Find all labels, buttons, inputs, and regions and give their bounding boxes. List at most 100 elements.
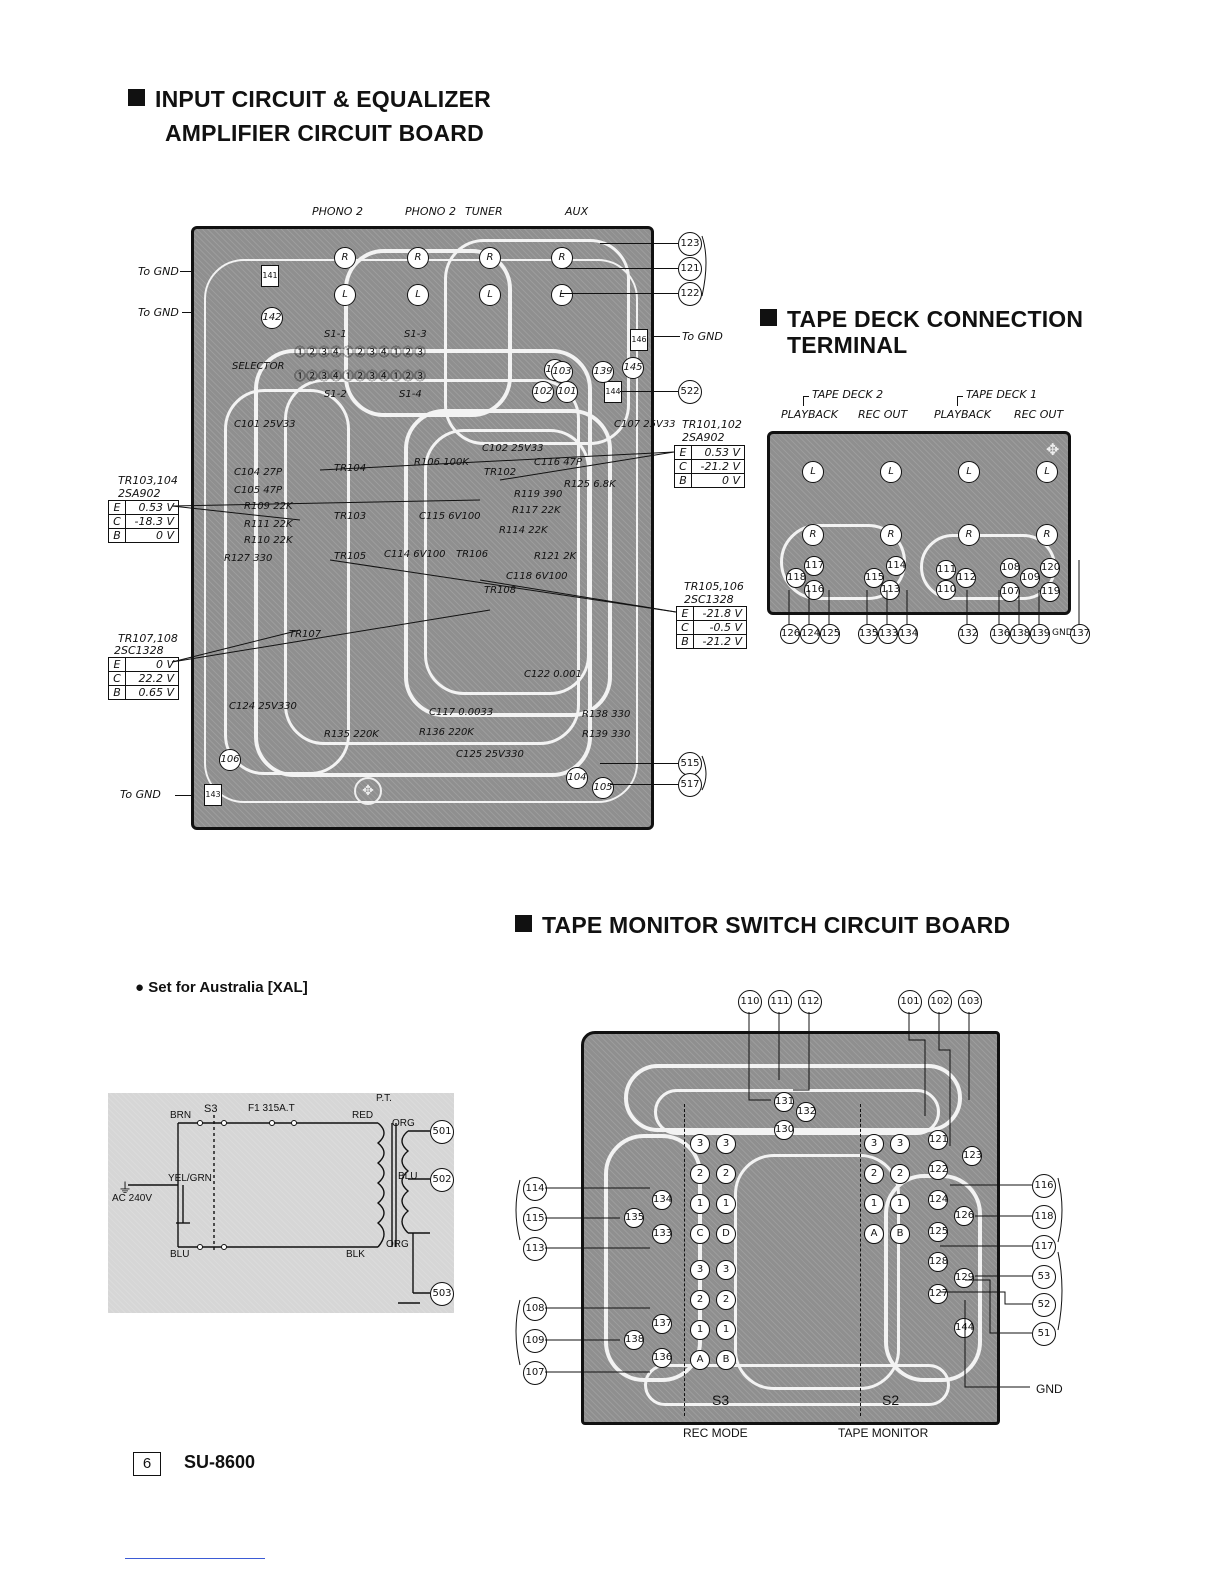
terminal-141: 141	[261, 265, 279, 287]
label-s3: S3	[204, 1103, 218, 1115]
component-label: R117 22K	[512, 505, 561, 516]
terminal-114: 114	[523, 1177, 547, 1201]
pcb-trace	[424, 429, 590, 695]
terminal-113: 113	[523, 1237, 547, 1261]
component-label: C116 47P	[534, 457, 583, 468]
pad-109: 109	[1020, 568, 1040, 588]
gnd-label: GND	[1036, 1382, 1063, 1396]
group-label-tape-deck-1: TAPE DECK 1	[966, 388, 1038, 401]
sub-label-playback-2: PLAYBACK	[781, 408, 838, 421]
terminal-115: 115	[523, 1207, 547, 1231]
switch-contact: 3	[890, 1134, 910, 1154]
tr107-108-type: 2SC1328	[114, 644, 164, 657]
terminal-501: 501	[430, 1120, 454, 1144]
footer-rule	[125, 1558, 265, 1559]
terminal-139: 139	[1030, 624, 1050, 644]
component-label: TR103	[334, 511, 367, 522]
pad-106: 106	[219, 749, 241, 771]
switch-contact: 3	[864, 1134, 884, 1154]
switch-contact: 3	[716, 1134, 736, 1154]
bracket-line	[803, 396, 804, 406]
pad-145: 145	[622, 357, 644, 379]
jack-l: L	[802, 461, 824, 483]
group-label-tape-deck-2: TAPE DECK 2	[812, 388, 884, 401]
tr105-106-voltage-table: E-21.8 V C-0.5 V B-21.2 V	[676, 606, 747, 649]
pad-108: 108	[1000, 558, 1020, 578]
heading-tape-deck-line1: TAPE DECK CONNECTION	[760, 302, 1083, 336]
component-label: C115 6V100	[419, 511, 481, 522]
jack-l: L	[1036, 461, 1058, 483]
label-pt: P.T.	[376, 1093, 392, 1104]
switch-contact: B	[716, 1350, 736, 1370]
s3-label: S3	[712, 1392, 730, 1408]
pad-115: 115	[864, 568, 884, 588]
leader-line	[560, 293, 678, 294]
leader-line	[620, 391, 678, 392]
tr105-106-type: 2SC1328	[684, 593, 734, 606]
switch-contact: 2	[864, 1164, 884, 1184]
pad-121: 121	[928, 1130, 948, 1150]
terminal-146: 146	[630, 329, 648, 351]
terminal-116: 116	[1032, 1174, 1056, 1198]
switch-contact: 3	[716, 1260, 736, 1280]
switch-contact: 1	[716, 1320, 736, 1340]
tr103-104-title: TR103,104	[118, 474, 178, 487]
sub-label-playback-1: PLAYBACK	[934, 408, 991, 421]
switch-contact: B	[890, 1224, 910, 1244]
tape-monitor-label: TAPE MONITOR	[838, 1426, 929, 1440]
label-phono2-b: PHONO 2	[405, 205, 456, 218]
gnd-label: GND	[1052, 628, 1073, 638]
component-label: R109 22K	[244, 501, 293, 512]
switch-contact: 1	[716, 1194, 736, 1214]
s2-label: S2	[882, 1392, 900, 1408]
switch-contact: 2	[890, 1164, 910, 1184]
pcb-trace	[224, 389, 350, 775]
cell: 0.53 V	[125, 500, 179, 515]
cell: -18.3 V	[125, 514, 179, 529]
label-to-gnd-right: To GND	[682, 330, 723, 343]
component-label: TR108	[484, 585, 517, 596]
tr107-108-title: TR107,108	[118, 632, 178, 645]
cell: -21.2 V	[691, 459, 745, 474]
label-brn: BRN	[170, 1110, 192, 1121]
pad-138: 138	[624, 1330, 644, 1350]
switch-contact: 1	[864, 1194, 884, 1214]
switch-label: S1-4	[399, 389, 422, 400]
leader-line	[175, 795, 203, 796]
terminal-132: 132	[958, 624, 978, 644]
component-label: C122 0.001	[524, 669, 582, 680]
pad-129: 129	[954, 1268, 974, 1288]
label-to-gnd-1: To GND	[138, 265, 179, 278]
pad-104: 104	[566, 767, 588, 789]
terminal-121: 121	[678, 257, 702, 281]
terminal-110: 110	[738, 990, 762, 1014]
component-label: R136 220K	[419, 727, 474, 738]
cell: B	[676, 634, 694, 649]
pad-105: 105	[592, 777, 614, 799]
tr103-104-type: 2SA902	[118, 487, 161, 500]
component-label: R111 22K	[244, 519, 293, 530]
pad-139: 139	[592, 361, 614, 383]
label-blu-right: BLU	[398, 1171, 418, 1182]
jack-l: L	[880, 461, 902, 483]
terminal-51: 51	[1032, 1322, 1056, 1346]
jack-r: R	[958, 524, 980, 546]
terminal-124: 124	[800, 624, 820, 644]
component-label: C117 0.0033	[429, 707, 494, 718]
tr105-106-title: TR105,106	[684, 580, 744, 593]
pad-136: 136	[652, 1348, 672, 1368]
selector-label: SELECTOR	[232, 361, 285, 372]
terminal-103: 103	[958, 990, 982, 1014]
leader-line	[645, 336, 680, 337]
pad-113: 113	[880, 580, 900, 600]
pad-117: 117	[804, 556, 824, 576]
selector-contacts-top: ⓵⓶⓷⓸⓵⓶⓷⓸⓵⓶⓷	[294, 345, 427, 359]
terminal-135: 135	[858, 624, 878, 644]
model-number: SU-8600	[184, 1452, 256, 1472]
component-label: R121 2K	[534, 551, 577, 562]
cell: 0 V	[691, 473, 745, 488]
cell: -0.5 V	[693, 620, 747, 635]
terminal-123: 123	[678, 232, 702, 256]
